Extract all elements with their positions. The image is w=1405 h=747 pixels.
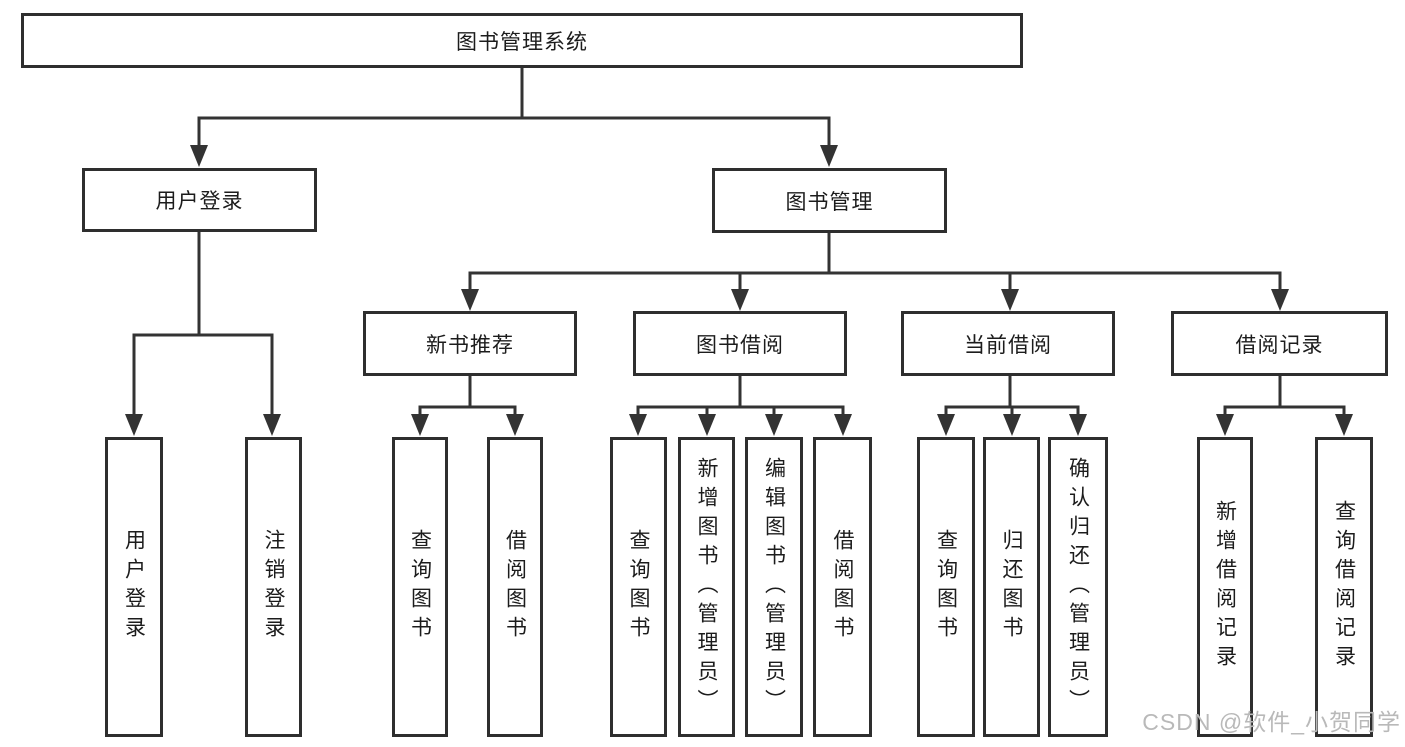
node-borrow-records: 借阅记录	[1171, 311, 1388, 376]
leaf-edit-book-admin: 编辑图书（管理员）	[745, 437, 803, 737]
node-current-borrow: 当前借阅	[901, 311, 1115, 376]
node-label: 用户登录	[122, 529, 146, 645]
node-label: 借阅图书	[503, 529, 527, 645]
node-label: 查询图书	[934, 529, 958, 645]
leaf-query-books-newbooks: 查询图书	[392, 437, 448, 737]
node-label: 借阅记录	[1235, 333, 1324, 357]
node-label: 用户登录	[155, 190, 244, 213]
watermark: CSDN @软件_小贺同学	[1142, 709, 1401, 735]
node-library-management-system: 图书管理系统	[21, 13, 1023, 68]
node-label: 新增图书（管理员）	[695, 456, 718, 718]
leaf-user-login: 用户登录	[105, 437, 163, 737]
leaf-borrow-books-newbooks: 借阅图书	[487, 437, 543, 737]
leaf-borrow-books-borrow: 借阅图书	[813, 437, 872, 737]
node-label: 查询图书	[408, 529, 432, 645]
node-label: 注销登录	[262, 529, 285, 645]
node-label: 当前借阅	[964, 333, 1052, 357]
leaf-add-borrow-record: 新增借阅记录	[1197, 437, 1253, 737]
leaf-return-books: 归还图书	[983, 437, 1040, 737]
node-new-book-recommend: 新书推荐	[363, 311, 577, 376]
node-book-management: 图书管理	[712, 168, 947, 233]
leaf-confirm-return-admin: 确认归还（管理员）	[1048, 437, 1108, 737]
node-label: 新书推荐	[426, 333, 514, 357]
node-book-borrow: 图书借阅	[633, 311, 847, 376]
node-user-login: 用户登录	[82, 168, 317, 232]
node-label: 图书管理	[785, 190, 874, 214]
leaf-logout: 注销登录	[245, 437, 302, 737]
leaf-query-borrow-record: 查询借阅记录	[1315, 437, 1373, 737]
node-label: 归还图书	[1000, 529, 1023, 645]
arrowheads	[125, 145, 1353, 436]
node-label: 图书借阅	[696, 333, 784, 357]
node-label: 查询借阅记录	[1332, 500, 1356, 674]
node-label: 查询图书	[627, 529, 650, 645]
leaf-add-book-admin: 新增图书（管理员）	[678, 437, 735, 737]
node-label: 借阅图书	[831, 529, 854, 645]
node-label: 图书管理系统	[456, 30, 588, 54]
leaf-query-books-current: 查询图书	[917, 437, 975, 737]
node-label: 编辑图书（管理员）	[762, 456, 786, 718]
node-label: 确认归还（管理员）	[1066, 456, 1090, 718]
node-label: 新增借阅记录	[1213, 500, 1237, 674]
leaf-query-books-borrow: 查询图书	[610, 437, 667, 737]
